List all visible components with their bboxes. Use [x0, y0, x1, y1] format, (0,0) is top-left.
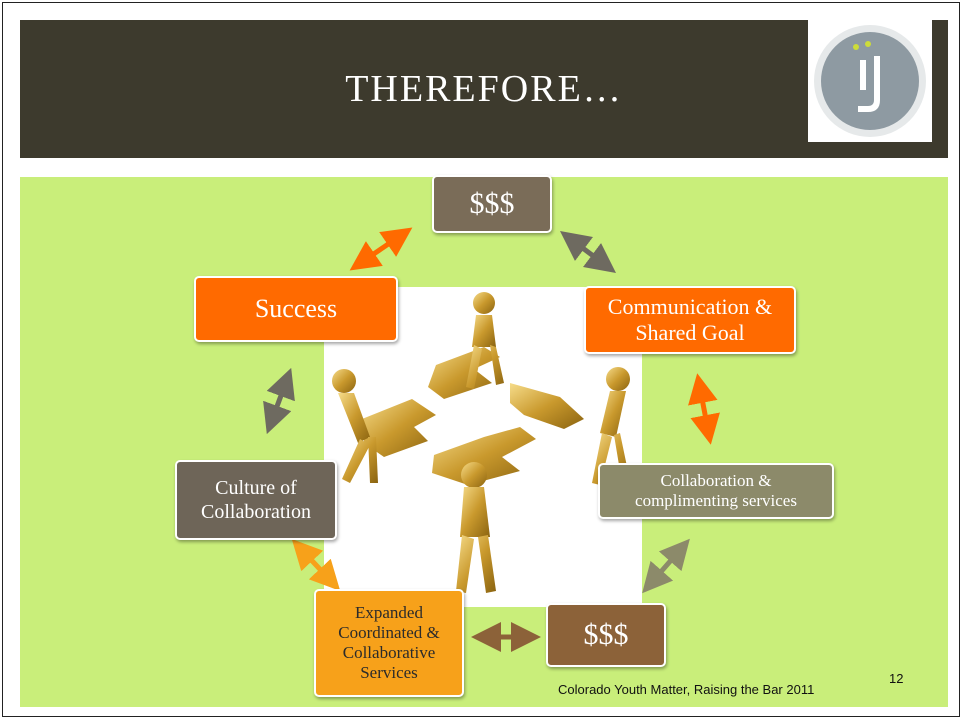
- figure-right-head: [606, 367, 630, 391]
- figure-bottom-legs: [456, 535, 496, 593]
- figure-left-legs: [342, 437, 378, 483]
- node-expanded-label: Expanded Coordinated & Collaborative Ser…: [338, 603, 440, 682]
- slide-footer: Colorado Youth Matter, Raising the Bar 2…: [558, 682, 815, 697]
- node-money-bottom-label: $$$: [583, 618, 629, 651]
- figure-right-body: [600, 391, 626, 437]
- arrow-collaboration-money-bottom: [642, 538, 690, 594]
- logo-disc: [821, 32, 919, 130]
- puzzle-arrow-right: [510, 383, 584, 429]
- node-success: Success: [194, 276, 398, 342]
- node-collaboration-services: Collaboration & complimenting services: [598, 463, 834, 519]
- slide-header: THEREFORE…: [20, 20, 948, 158]
- figure-left-head: [332, 369, 356, 393]
- logo-dot-left: [853, 44, 859, 50]
- illustration-svg: [332, 292, 630, 593]
- figure-bottom-head: [461, 462, 487, 488]
- ij-logo-svg: [814, 25, 926, 137]
- node-money-bottom: $$$: [546, 603, 666, 667]
- puzzle-arrow-bottom: [432, 427, 536, 485]
- node-culture-label: Culture of Collaboration: [201, 477, 311, 523]
- logo-dot-right: [865, 41, 871, 47]
- logo-j-stem: [858, 56, 880, 112]
- slide-page-number: 12: [889, 671, 904, 686]
- node-success-label: Success: [254, 294, 338, 323]
- figure-bottom-body: [460, 487, 490, 537]
- node-communication: Communication & Shared Goal: [584, 286, 796, 354]
- figure-left-body: [338, 393, 370, 443]
- node-communication-label: Communication & Shared Goal: [607, 294, 773, 345]
- node-money-top-label: $$$: [469, 187, 515, 220]
- node-expanded: Expanded Coordinated & Collaborative Ser…: [314, 589, 464, 697]
- slide-title: THEREFORE…: [345, 68, 623, 110]
- arrow-communication-collaboration: [688, 373, 720, 445]
- figure-top-body: [472, 315, 496, 347]
- arrow-money-top-communication: [560, 231, 616, 273]
- puzzle-arrow-left: [362, 399, 436, 457]
- puzzle-arrow-top: [428, 347, 500, 399]
- figure-top-legs: [466, 345, 504, 389]
- node-culture: Culture of Collaboration: [175, 460, 337, 540]
- figure-top-head: [473, 292, 495, 314]
- arrow-expanded-culture: [291, 539, 341, 591]
- ij-logo-icon: [808, 20, 932, 142]
- logo-i-stem: [860, 60, 866, 90]
- arrow-success-money-top: [349, 227, 413, 271]
- node-money-top: $$$: [432, 175, 552, 233]
- arrow-culture-success: [263, 367, 295, 435]
- node-collaboration-services-label: Collaboration & complimenting services: [635, 471, 797, 510]
